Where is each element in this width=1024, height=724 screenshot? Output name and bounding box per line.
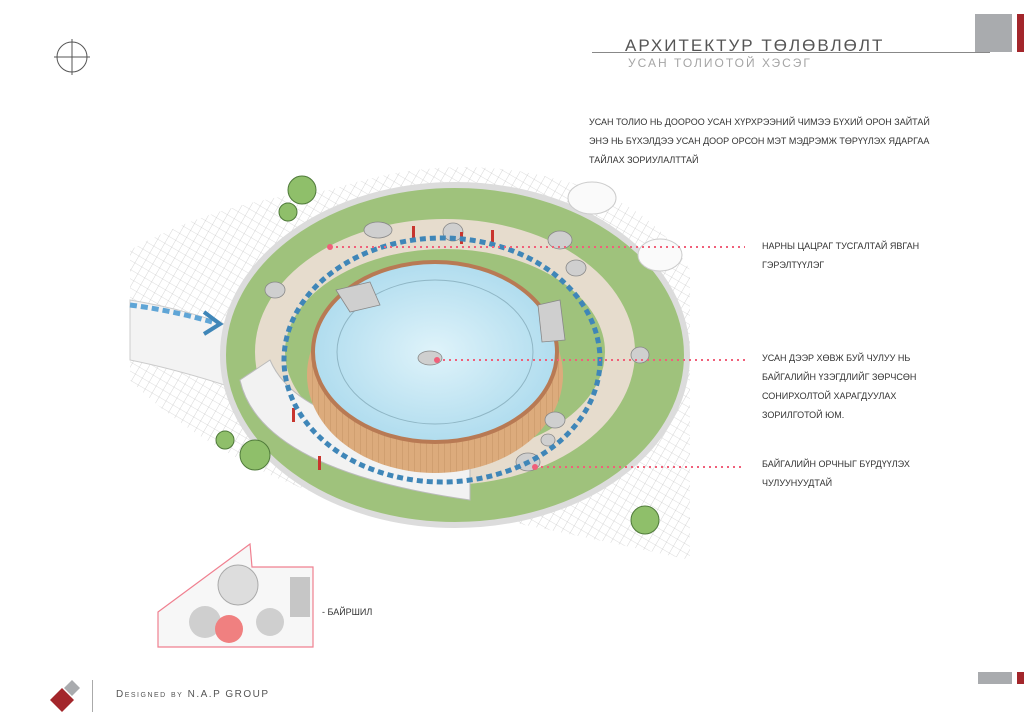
intro-line: УСАН ТОЛИО НЬ ДООРОО УСАН ХҮРХРЭЭНИЙ ЧИМ… xyxy=(589,117,930,127)
nap-logo xyxy=(50,680,80,712)
annotation-line: СОНИРХОЛТОЙ ХАРАГДУУЛАХ xyxy=(762,391,897,401)
intro-text: УСАН ТОЛИО НЬ ДООРОО УСАН ХҮРХРЭЭНИЙ ЧИМ… xyxy=(589,113,930,170)
annotation-line: ЗОРИЛГОТОЙ ЮМ. xyxy=(762,410,845,420)
annotation-floating-stone: УСАН ДЭЭР ХӨВЖ БУЙ ЧУЛУУ НЬ БАЙГАЛИЙН ҮЗ… xyxy=(762,349,916,425)
designer-credit: Designed by N.A.P GROUP xyxy=(116,689,270,700)
page-title: АРХИТЕКТУР ТӨЛӨВЛӨЛТ xyxy=(625,36,885,55)
annotation-line: БАЙГАЛИЙН ҮЗЭГДЛИЙГ ЗӨРЧСӨН xyxy=(762,372,917,382)
annotation-line: УСАН ДЭЭР ХӨВЖ БУЙ ЧУЛУУ НЬ xyxy=(762,353,911,363)
annotation-lighting: НАРНЫ ЦАЦРАГ ТУСГАЛТАЙ ЯВГАН ГЭРЭЛТҮҮЛЭГ xyxy=(762,237,919,275)
north-crosshair-icon xyxy=(54,39,90,75)
corner-red-bar xyxy=(1017,14,1024,52)
trees xyxy=(215,175,660,535)
annotation-stones: БАЙГАЛИЙН ОРЧНЫГ БҮРДҮҮЛЭХ ЧУЛУУНУУДТАЙ xyxy=(762,455,910,493)
page-subtitle: УСАН ТОЛИОТОЙ ХЭСЭГ xyxy=(628,56,812,70)
footer-gray-block xyxy=(978,672,1012,684)
location-map xyxy=(157,542,314,648)
annotation-line: ГЭРЭЛТҮҮЛЭГ xyxy=(762,260,825,270)
stones xyxy=(264,221,650,472)
footer-divider xyxy=(92,680,93,712)
annotation-line: БАЙГАЛИЙН ОРЧНЫГ БҮРДҮҮЛЭХ xyxy=(762,459,910,469)
intro-line: ТАЙЛАХ ЗОРИУЛАЛТТАЙ xyxy=(589,155,699,165)
annotation-line: ЧУЛУУНУУДТАЙ xyxy=(762,478,833,488)
title-underline xyxy=(592,52,990,53)
intro-line: ЭНЭ НЬ БҮХЭЛДЭЭ УСАН ДООР ОРСОН МЭТ МЭДР… xyxy=(589,136,930,146)
annotation-line: НАРНЫ ЦАЦРАГ ТУСГАЛТАЙ ЯВГАН xyxy=(762,241,920,251)
corner-gray-block xyxy=(975,14,1012,52)
footer-red-bar xyxy=(1017,672,1024,684)
location-label: - БАЙРШИЛ xyxy=(322,607,373,617)
leader-lines xyxy=(330,246,745,468)
